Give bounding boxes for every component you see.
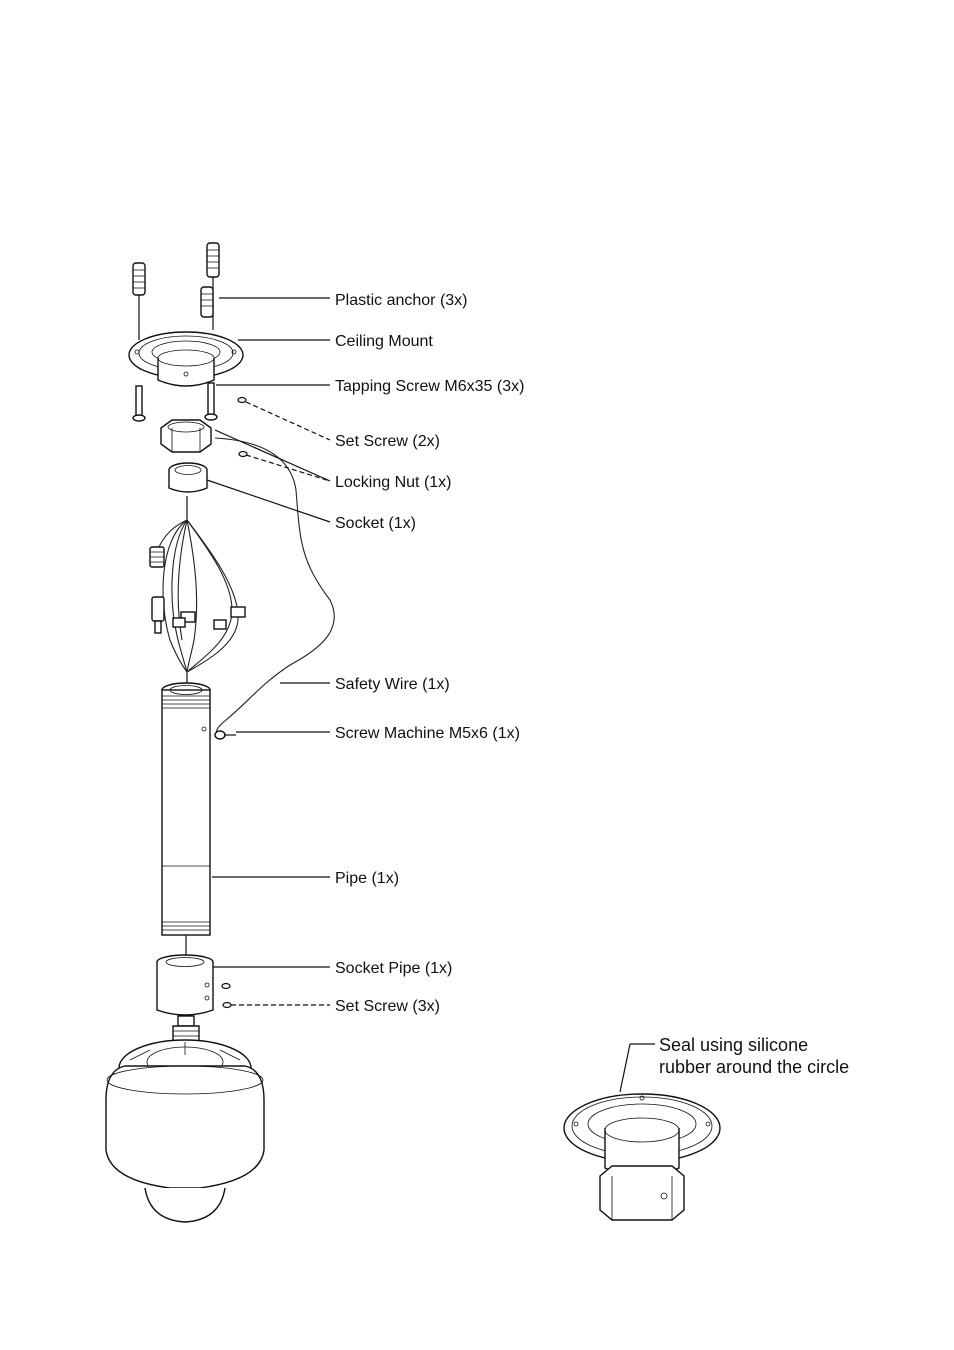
seal-detail — [563, 1043, 721, 1221]
label-plastic-anchor: Plastic anchor (3x) — [335, 292, 468, 309]
cable-tie-2 — [230, 606, 246, 618]
anchor-left — [132, 262, 146, 340]
safety-wire — [214, 437, 335, 736]
label-pipe: Pipe (1x) — [335, 870, 399, 887]
screw-machine — [214, 730, 236, 740]
cable-tie-1 — [180, 611, 196, 623]
seal-note-line2: rubber around the circle — [659, 1057, 849, 1077]
label-screw-machine: Screw Machine M5x6 (1x) — [335, 725, 520, 742]
tapping-screw-right — [204, 382, 218, 421]
label-set-screw-bottom: Set Screw (3x) — [335, 998, 440, 1015]
label-set-screw-top: Set Screw (2x) — [335, 433, 440, 450]
label-socket-pipe: Socket Pipe (1x) — [335, 960, 452, 977]
ceiling-mount — [128, 331, 244, 387]
tapping-screws — [132, 382, 218, 422]
label-safety-wire: Safety Wire (1x) — [335, 676, 450, 693]
set-screws-bottom — [221, 982, 232, 1009]
tapping-screw-left — [132, 385, 146, 422]
label-locking-nut: Locking Nut (1x) — [335, 474, 452, 491]
socket-pipe — [156, 954, 214, 1016]
locking-nut — [160, 419, 212, 453]
label-tapping-screw: Tapping Screw M6x35 (3x) — [335, 378, 524, 395]
socket — [168, 462, 208, 493]
plug-connector-icon — [151, 596, 165, 634]
plastic-anchors — [132, 242, 220, 340]
seal-note-line1: Seal using silicone — [659, 1035, 808, 1055]
cable-bundle — [149, 496, 246, 690]
bnc-connector-icon — [149, 546, 165, 568]
cable-tie-4 — [213, 619, 227, 630]
pipe — [161, 682, 211, 936]
anchor-center — [206, 242, 220, 330]
label-ceiling-mount: Ceiling Mount — [335, 333, 433, 350]
cable-tie-3 — [172, 617, 186, 628]
coupler — [172, 1015, 200, 1043]
label-socket: Socket (1x) — [335, 515, 416, 532]
set-screws-top — [237, 396, 248, 458]
leader-lines — [206, 297, 331, 1006]
dome-camera — [105, 1039, 265, 1223]
anchor-right — [200, 286, 214, 318]
